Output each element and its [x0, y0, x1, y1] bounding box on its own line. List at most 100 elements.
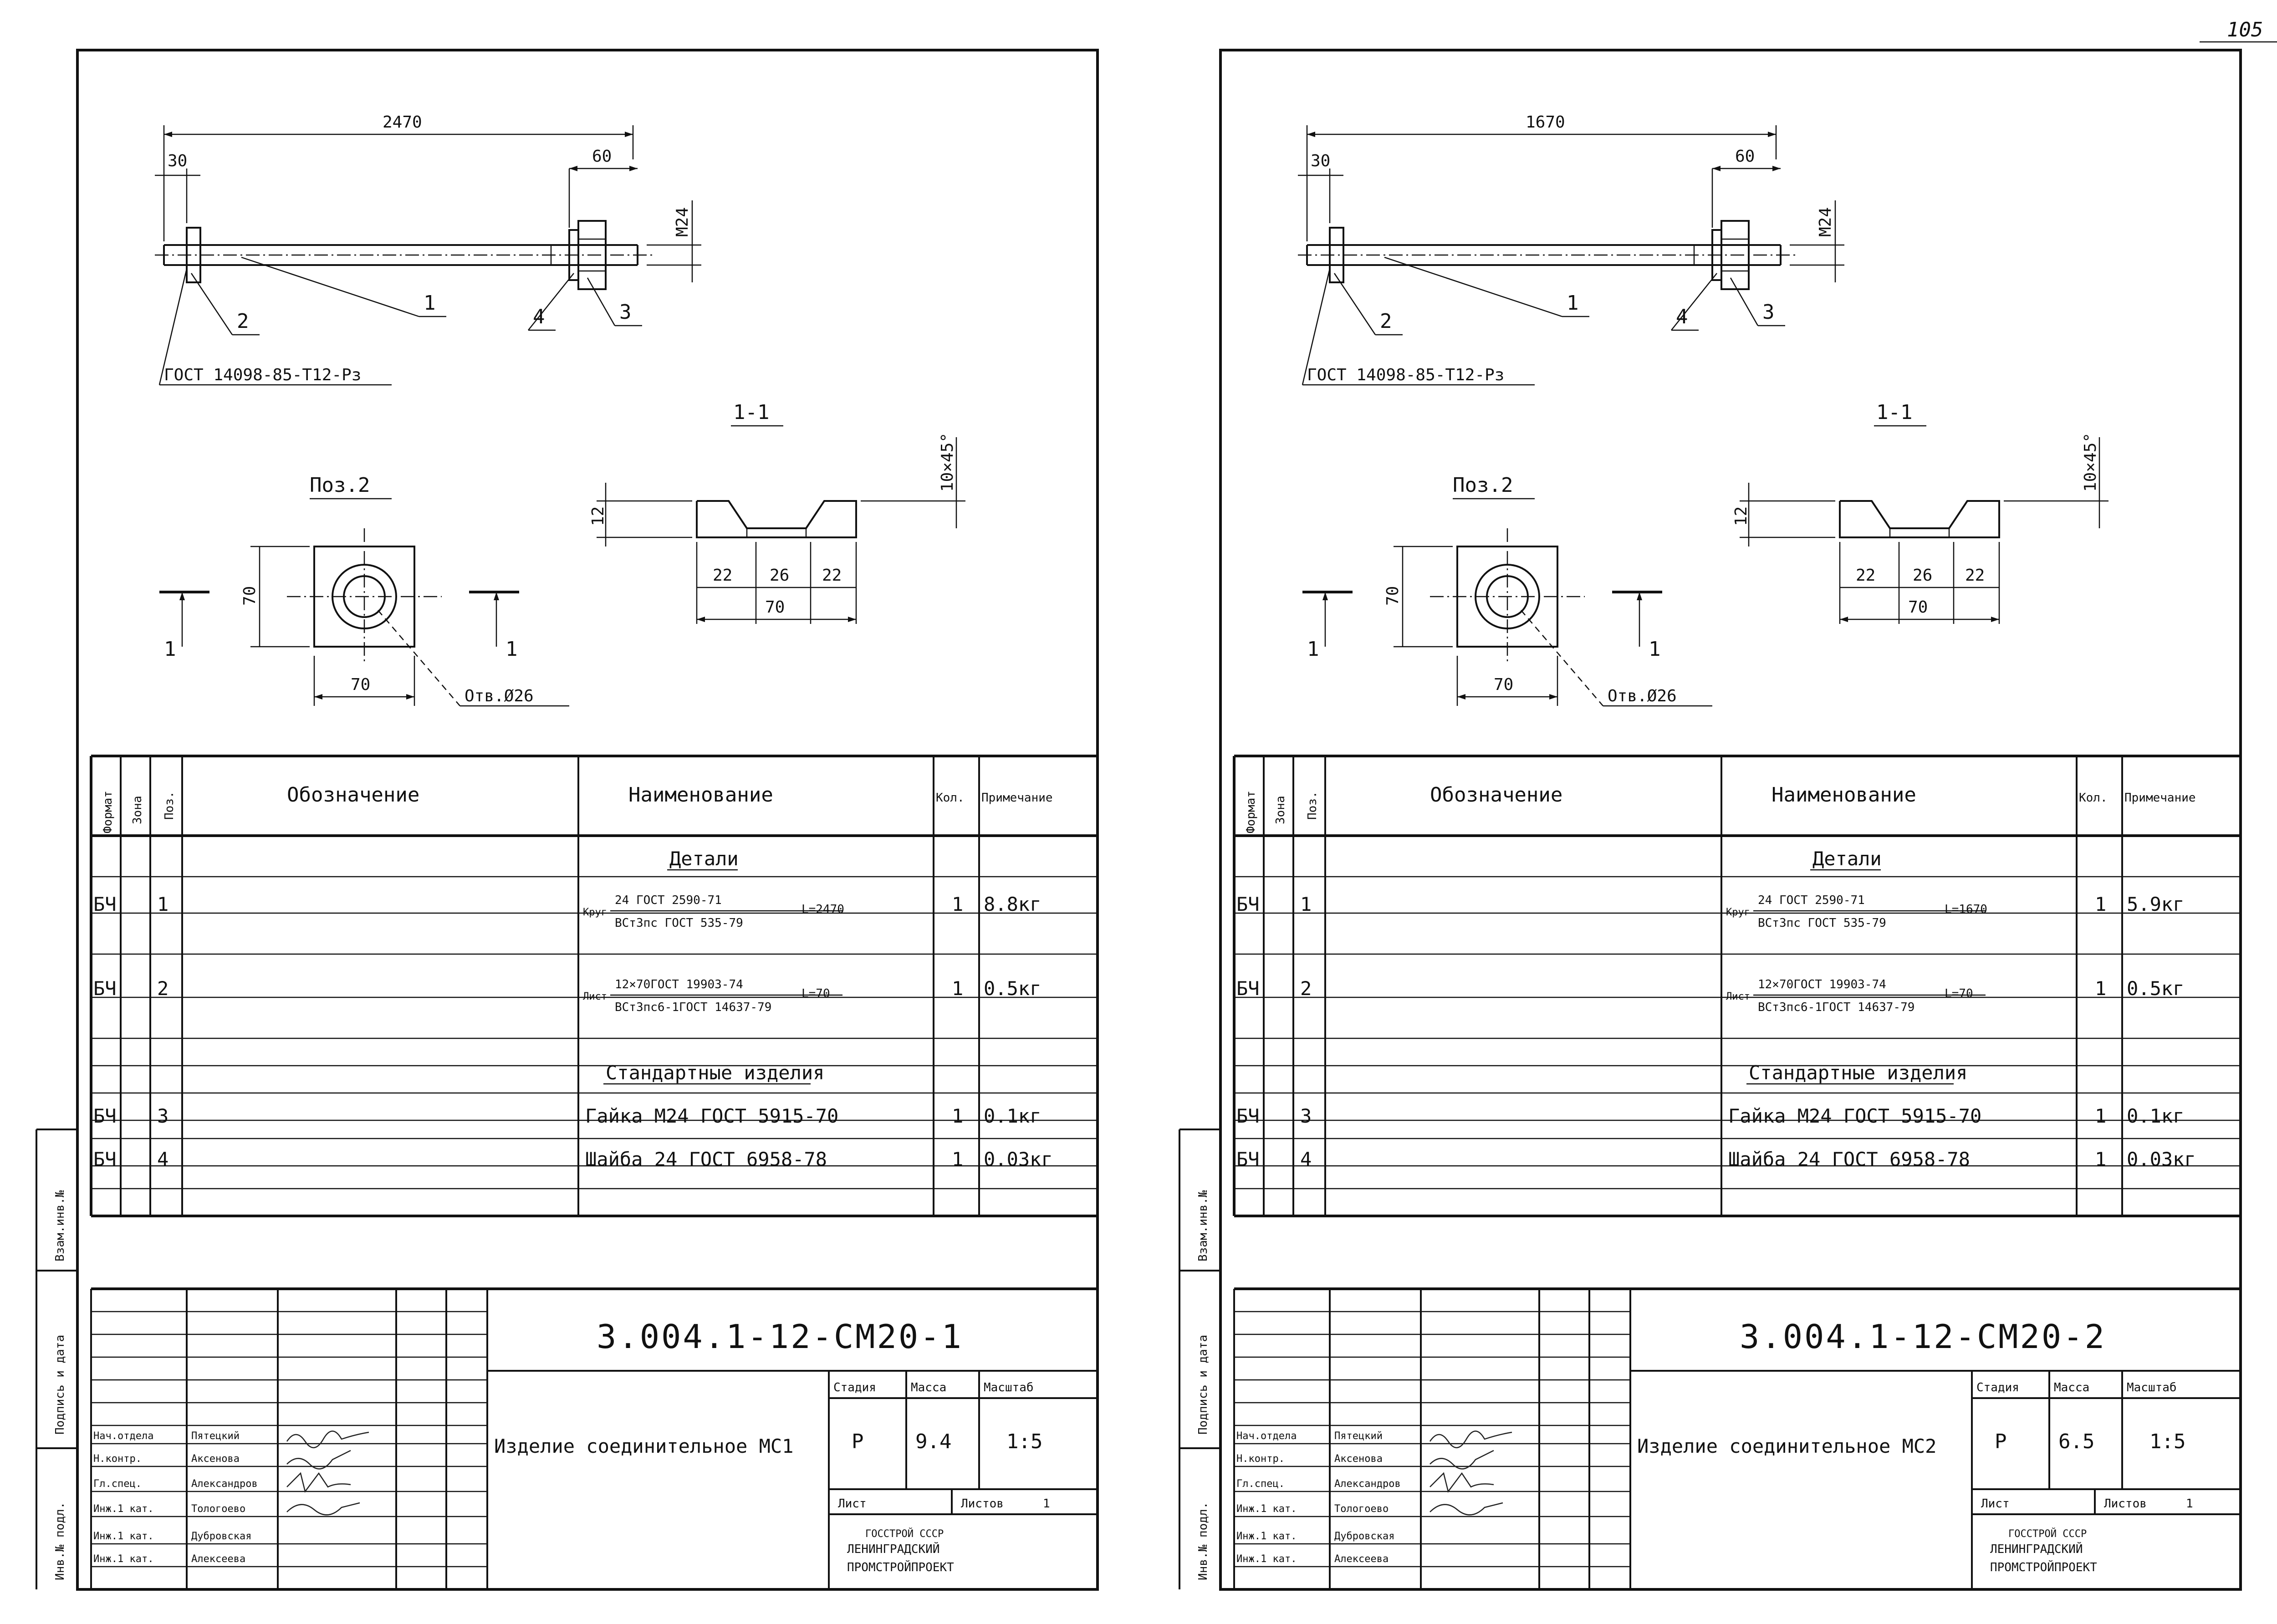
signature — [286, 1430, 369, 1449]
total-length-dim: 1670 — [1526, 113, 1565, 132]
org-line-2: ЛЕНИНГРАДСКИЙ — [1990, 1542, 2083, 1556]
header-qty: Кол. — [936, 791, 965, 805]
section-standard: Стандартные изделия — [1749, 1062, 1967, 1084]
section-title: 1-1 — [1876, 401, 1912, 424]
person-name: Алексеева — [191, 1553, 245, 1565]
row-note: 0.1кг — [984, 1105, 1041, 1127]
row-name-suffix: L=70 — [802, 987, 830, 1001]
scale-value: 1:5 — [2149, 1430, 2185, 1453]
org-line-3: ПРОМСТРОЙПРОЕКТ — [847, 1560, 954, 1574]
row-note: 0.03кг — [2127, 1148, 2196, 1170]
section-total-dim: 70 — [765, 598, 785, 617]
hole-leader — [378, 610, 460, 706]
section-part-dim-2: 26 — [770, 566, 789, 585]
signature — [1430, 1502, 1503, 1516]
row-note: 5.9кг — [2127, 893, 2184, 915]
arrowhead — [848, 617, 856, 622]
section-details: Детали — [1812, 848, 1882, 870]
header-name: Наименование — [1772, 783, 1916, 807]
sheets-count: 1 — [1043, 1497, 1050, 1511]
row-format: БЧ — [1236, 977, 1260, 1000]
section-part-dim-2: 26 — [1913, 566, 1932, 585]
signature — [286, 1502, 360, 1516]
side-stamp-inv: Инв.№ подл. — [53, 1502, 67, 1580]
header-zone: Зона — [1274, 796, 1287, 824]
row-name-bottom: ВСт3пс6-1ГОСТ 14637-79 — [1758, 1001, 1915, 1014]
header-pos: Поз. — [1306, 791, 1319, 820]
leader-line — [1671, 273, 1717, 331]
row-note: 0.5кг — [984, 977, 1041, 1000]
side-stamp-replace: Взам.инв.№ — [53, 1190, 67, 1261]
section-part-dim-3: 22 — [822, 566, 842, 585]
leader-line — [158, 268, 188, 385]
person-role: Гл.спец. — [1236, 1478, 1285, 1490]
row-name-top: 12×70ГОСТ 19903-74 — [615, 978, 743, 991]
row-qty: 1 — [2095, 893, 2106, 915]
section-mark-label-right: 1 — [505, 638, 518, 661]
header-format: Формат — [101, 791, 115, 833]
row-pos: 3 — [157, 1105, 168, 1127]
side-stamp-replace: Взам.инв.№ — [1196, 1190, 1210, 1261]
sheet-label: Лист — [838, 1497, 867, 1511]
person-name: Александров — [1334, 1478, 1401, 1490]
arrowhead — [697, 617, 705, 622]
org-line-1: ГОССТРОЙ СССР — [2008, 1528, 2087, 1540]
arrowhead — [1768, 132, 1776, 137]
section-mark-label-right: 1 — [1649, 638, 1661, 661]
section-part-dim-1: 22 — [713, 566, 732, 585]
person-role: Инж.1 кат. — [93, 1553, 153, 1565]
header-name: Наименование — [628, 783, 773, 807]
section-standard: Стандартные изделия — [606, 1062, 824, 1084]
org-line-2: ЛЕНИНГРАДСКИЙ — [847, 1542, 940, 1556]
header-designation: Обозначение — [1430, 783, 1562, 807]
person-role: Инж.1 кат. — [1236, 1553, 1297, 1565]
person-role: Нач.отдела — [93, 1430, 153, 1442]
row-format: БЧ — [1236, 893, 1260, 915]
row-name: Гайка М24 ГОСТ 5915-70 — [1728, 1105, 1981, 1127]
section-title: 1-1 — [733, 401, 769, 424]
leader-line — [1302, 268, 1331, 385]
callout-2: 2 — [237, 310, 249, 333]
header-format: Формат — [1244, 791, 1258, 833]
signature — [1430, 1450, 1494, 1470]
row-name-bottom: ВСт3пс6-1ГОСТ 14637-79 — [615, 1001, 771, 1014]
org-line-3: ПРОМСТРОЙПРОЕКТ — [1990, 1560, 2097, 1574]
row-name-prefix: Лист — [583, 991, 607, 1002]
arrowhead — [1322, 592, 1328, 600]
row-name: Шайба 24 ГОСТ 6958-78 — [585, 1148, 827, 1170]
hole-note: Отв.Ø26 — [465, 687, 534, 705]
row-name-prefix: Круг — [583, 907, 607, 918]
dim-60: 60 — [592, 147, 612, 166]
thread-dim: M24 — [673, 207, 692, 237]
arrowhead — [1772, 166, 1781, 171]
person-name: Тологоево — [1334, 1503, 1389, 1515]
signature — [1429, 1430, 1512, 1449]
row-name-prefix: Круг — [1726, 907, 1750, 918]
arrowhead — [179, 592, 185, 600]
arrowhead — [406, 694, 414, 700]
person-role: Нач.отдела — [1236, 1430, 1297, 1442]
leader-line — [1730, 277, 1759, 326]
pos2-title: Поз.2 — [310, 474, 370, 497]
page-number: 105 — [2227, 18, 2263, 41]
leader-line — [587, 277, 616, 326]
row-qty: 1 — [952, 1105, 963, 1127]
arrowhead — [1712, 166, 1721, 171]
person-role: Инж.1 кат. — [93, 1531, 153, 1542]
row-pos: 4 — [157, 1148, 168, 1170]
row-name-bottom: ВСт3пс ГОСТ 535-79 — [1758, 916, 1886, 930]
signature — [1430, 1472, 1494, 1493]
person-name: Дубровская — [1334, 1531, 1394, 1542]
header-note: Примечание — [2124, 791, 2196, 805]
row-format: БЧ — [1236, 1105, 1260, 1127]
callout-3: 3 — [1762, 301, 1775, 324]
scale-label: Масштаб — [984, 1381, 1034, 1394]
side-stamp-sign: Подпись и дата — [53, 1335, 67, 1435]
person-role: Инж.1 кат. — [93, 1503, 153, 1515]
callout-2: 2 — [1380, 310, 1392, 333]
person-name: Александров — [191, 1478, 258, 1490]
stage-label: Стадия — [1976, 1381, 2019, 1394]
arrowhead — [1307, 132, 1315, 137]
